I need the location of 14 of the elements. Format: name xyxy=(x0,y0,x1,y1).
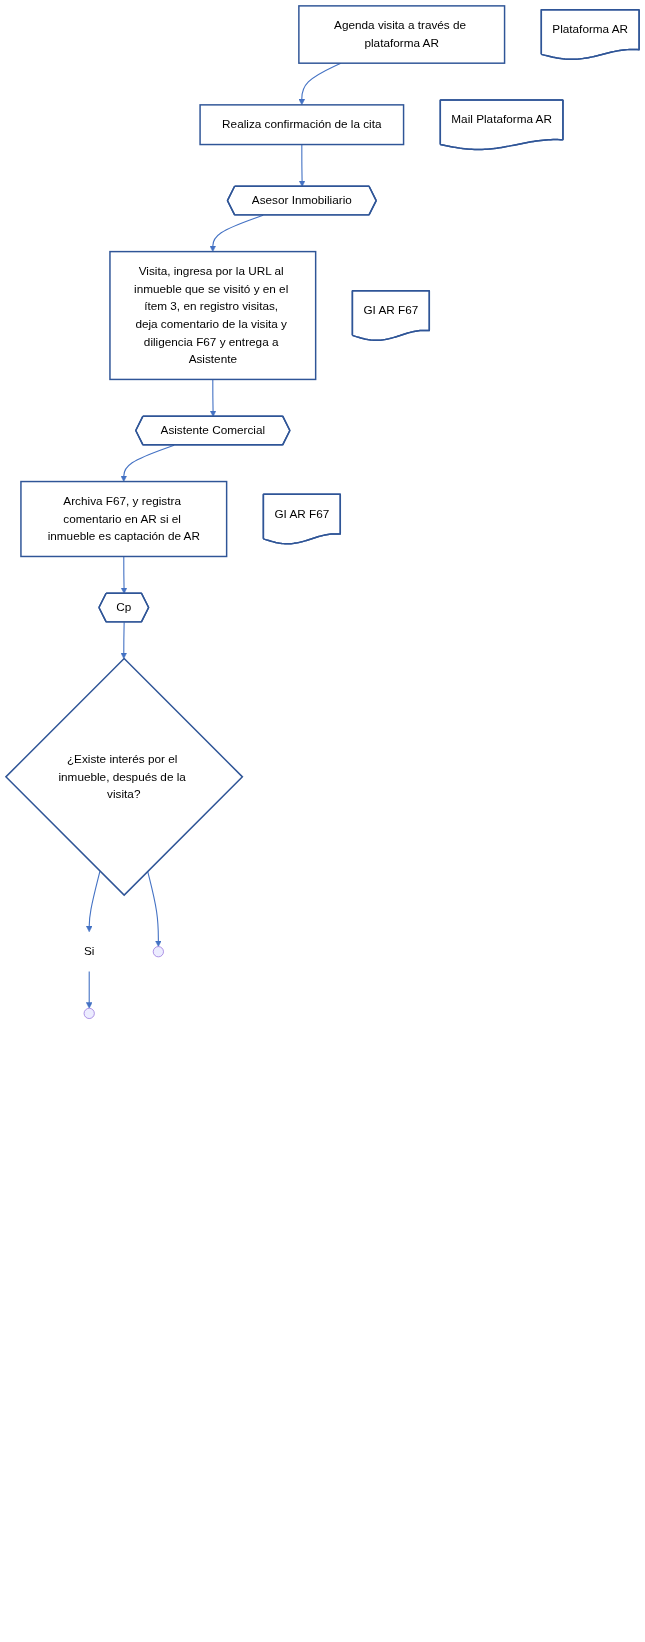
node-text: Si xyxy=(83,945,95,958)
node-box xyxy=(20,480,228,558)
arrow xyxy=(86,870,101,933)
arrow xyxy=(209,378,217,417)
node-box xyxy=(298,5,506,64)
arrow xyxy=(86,971,93,1009)
node-diamond xyxy=(4,657,244,897)
arrow xyxy=(209,214,264,252)
node-box xyxy=(199,104,405,146)
arrow xyxy=(120,621,127,659)
arrow xyxy=(120,555,128,594)
arrow xyxy=(120,444,175,482)
arrow xyxy=(298,144,306,187)
node-box xyxy=(109,250,317,381)
